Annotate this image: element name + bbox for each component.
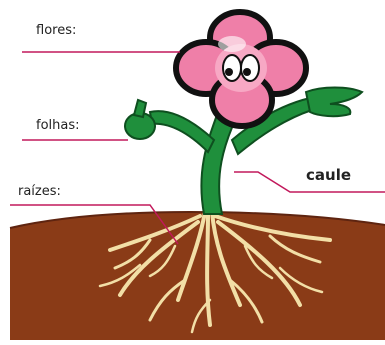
soil [10,212,385,340]
label-flowers: flores: [36,23,76,38]
leaf-right-hand [306,88,362,117]
label-roots: raízes: [18,184,61,199]
label-stem: caule [306,166,351,184]
leaf-left [150,111,214,152]
label-leaves: folhas: [36,118,80,133]
